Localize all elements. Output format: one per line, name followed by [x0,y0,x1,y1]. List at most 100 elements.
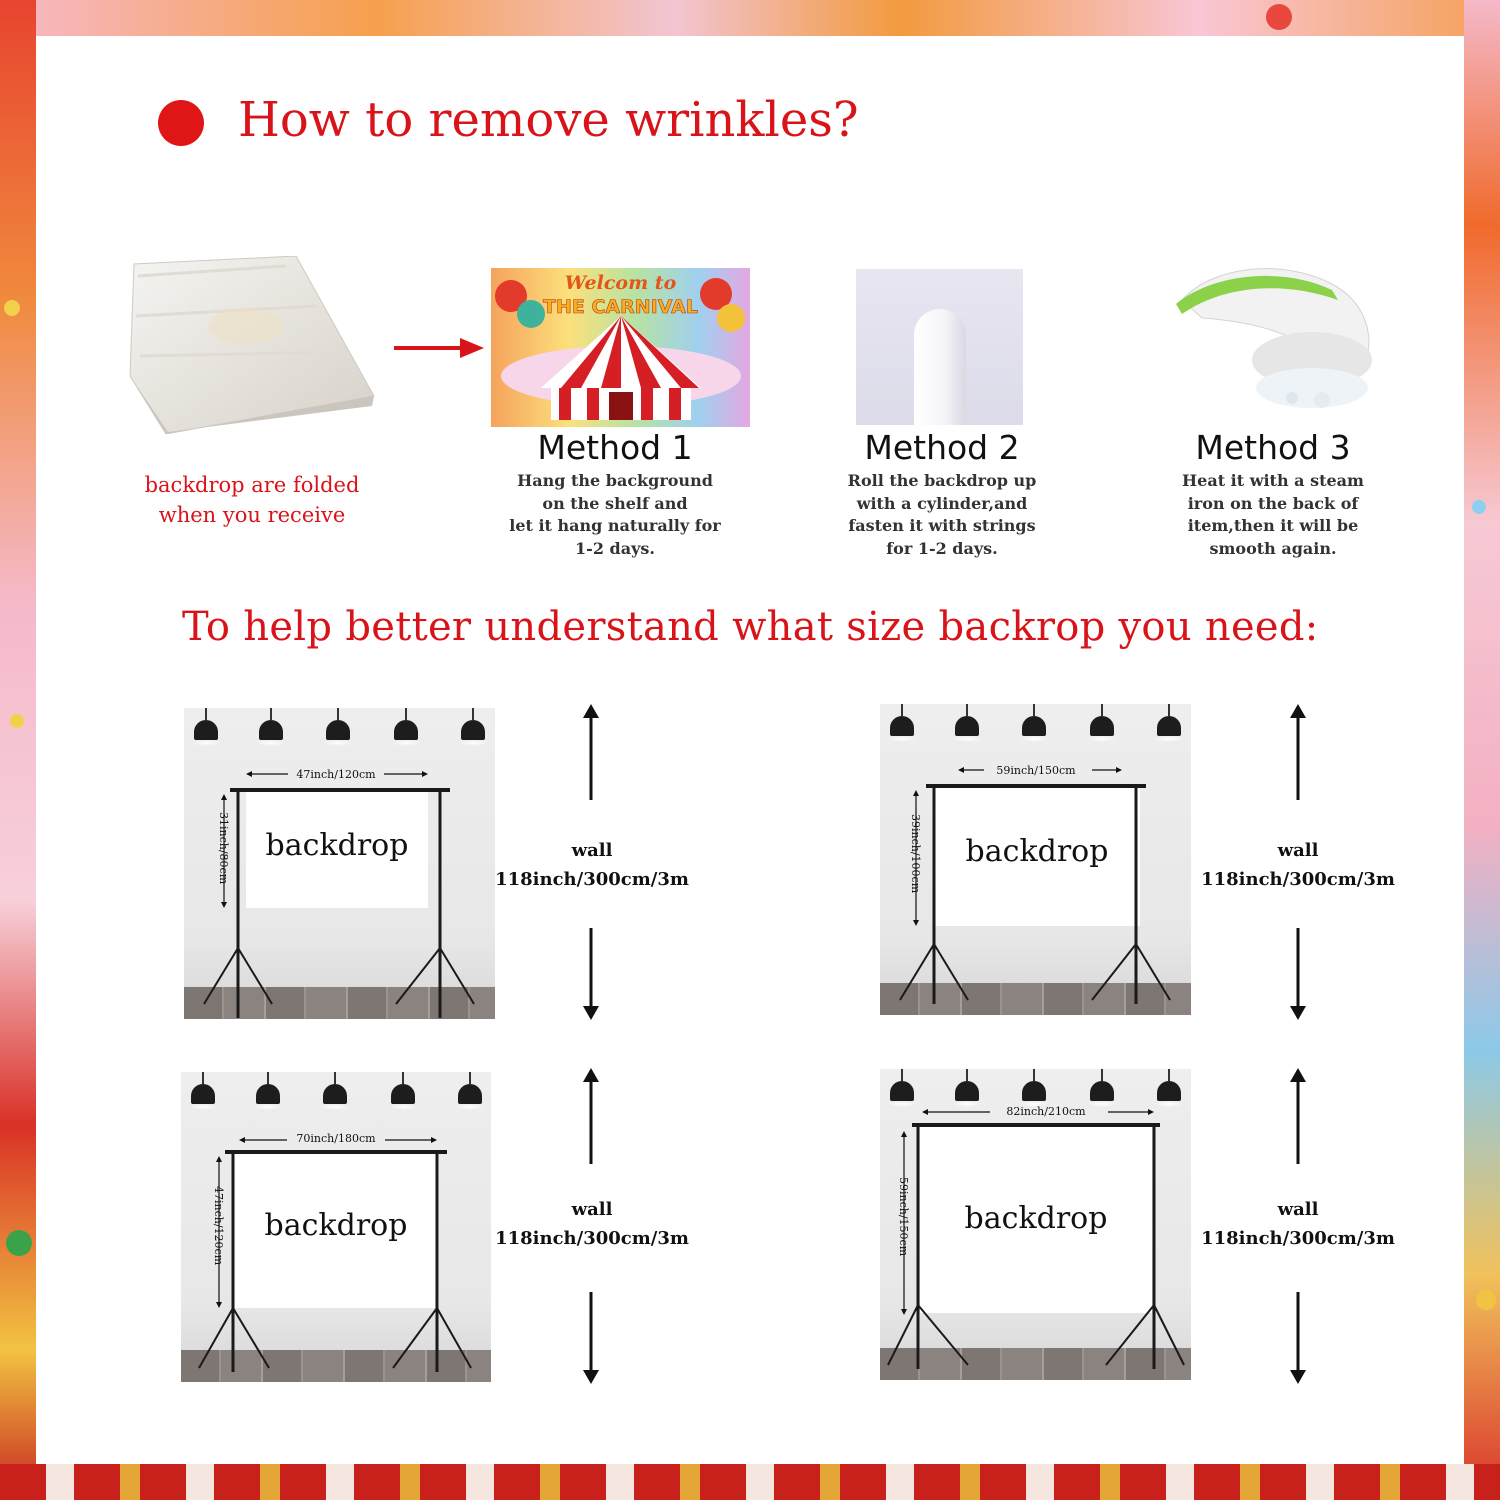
carnival-thumb-line1: Welcom to [564,272,677,294]
backdrop-scene-1: backdrop 47inch/120cm 31inch/80cm [184,708,495,1019]
ceiling-lamp-icon [455,1072,485,1110]
backdrop-label: backdrop [264,1208,408,1243]
wall-size-label: wall 118inch/300cm/3m [1198,836,1398,894]
backdrop-cloth: backdrop [920,1127,1152,1313]
height-dimension-label: 59inch/150cm [897,1177,910,1257]
bullet-dot-icon [158,100,204,146]
width-dimension-label: 47inch/120cm [296,768,376,781]
wall-arrow-down-icon [583,1292,599,1384]
backdrop-stand-icon [887,1109,1185,1369]
backdrop-label: backdrop [965,834,1109,869]
background-right-strip [1464,0,1500,1500]
ceiling-lamp-icon [952,1069,982,1107]
wall-label: wall [1277,840,1319,861]
height-dimension-label: 39inch/100cm [909,814,922,894]
wall-size-label: wall 118inch/300cm/3m [492,836,692,894]
wall-arrow-up-icon [583,704,599,800]
ceiling-lamp-icon [256,708,286,746]
backdrop-scene-4: backdrop 82inch/210cm 59inch/150cm [880,1069,1191,1380]
ceiling-lamp-icon [253,1072,283,1110]
confetti-dot [1476,1290,1496,1310]
method-desc-line: with a cylinder,and [856,493,1028,513]
height-dimension-label: 31inch/80cm [217,812,230,885]
wall-arrow-up-icon [1290,1068,1306,1164]
confetti-dot [6,1230,32,1256]
folded-caption-line: backdrop are folded [144,473,360,497]
carnival-backdrop-thumbnail: Welcom to THE CARNIVAL [491,268,750,427]
height-dimension-label: 47inch/120cm [212,1186,225,1266]
wall-size-label: wall 118inch/300cm/3m [1198,1195,1398,1253]
method-desc-line: Roll the backdrop up [847,471,1037,490]
roll-cylinder-icon [914,309,966,425]
wall-label: wall [571,1199,613,1220]
backdrop-label: backdrop [265,828,409,863]
method-2-description: Roll the backdrop up with a cylinder,and… [822,470,1062,560]
ceiling-lamp-icon [320,1072,350,1110]
wall-arrow-down-icon [1290,1292,1306,1384]
carnival-thumb-line2: THE CARNIVAL [543,296,699,319]
method-desc-line: Heat it with a steam [1182,471,1364,490]
wall-label: wall [571,840,613,861]
ceiling-lamp-icon [388,1072,418,1110]
wood-floor [184,987,495,1019]
folded-backdrop-image [129,256,374,434]
backdrop-stand-icon [899,767,1171,1004]
method-desc-line: smooth again. [1209,538,1337,558]
ceiling-lamp-icon [1154,704,1184,742]
wood-floor [880,1348,1191,1380]
method-desc-line: on the shelf and [542,493,688,513]
method-2-title: Method 2 [864,428,1020,467]
ceiling-lamp-icon [887,704,917,742]
ceiling-lamp-icon [1019,704,1049,742]
confetti-dot [1472,500,1486,514]
folded-caption-line: when you receive [158,503,346,527]
ceiling-lamp-icon [188,1072,218,1110]
width-dimension-label: 59inch/150cm [996,764,1076,777]
ceiling-lamp-icon [191,708,221,746]
method-desc-line: Hang the background [517,471,713,490]
wall-size-value: 118inch/300cm/3m [495,1228,689,1249]
ceiling-lamp-icon [391,708,421,746]
method-3-title: Method 3 [1195,428,1351,467]
carnival-tent-icon [495,278,745,420]
method-desc-line: item,then it will be [1187,516,1359,536]
wall-size-value: 118inch/300cm/3m [1201,1228,1395,1249]
steam-iron-thumbnail [1172,248,1376,414]
wall-arrow-up-icon [1290,704,1306,800]
ceiling-lamp-icon [1019,1069,1049,1107]
method-desc-line: iron on the back of [1187,493,1359,513]
backdrop-scene-2: backdrop 59inch/150cm 39inch/100cm [880,704,1191,1015]
page-title: How to remove wrinkles? [238,92,859,148]
background-left-strip [0,0,36,1500]
wall-size-value: 118inch/300cm/3m [495,869,689,890]
wood-floor [880,983,1191,1015]
backdrop-cloth: backdrop [233,1154,439,1308]
confetti-dot [1266,4,1292,30]
method-desc-line: 1-2 days. [575,538,655,558]
rolled-backdrop-thumbnail [856,269,1023,425]
confetti-dot [4,300,20,316]
ceiling-lamp-icon [1087,1069,1117,1107]
confetti-dot [10,714,24,728]
ceiling-lamp-icon [887,1069,917,1107]
method-desc-line: for 1-2 days. [886,538,998,558]
ceiling-lamp-icon [1087,704,1117,742]
backdrop-cloth: backdrop [934,788,1140,926]
ceiling-lamp-icon [1154,1069,1184,1107]
ceiling-lamp-icon [952,704,982,742]
size-section-heading: To help better understand what size back… [182,604,1319,650]
backdrop-label: backdrop [964,1201,1108,1236]
background-top-strip [0,0,1500,40]
wall-arrow-down-icon [583,928,599,1020]
backdrop-scene-3: backdrop 70inch/180cm 47inch/120cm [181,1072,491,1382]
folded-caption: backdrop are folded when you receive [120,470,384,530]
wall-size-label: wall 118inch/300cm/3m [492,1195,692,1253]
method-desc-line: fasten it with strings [848,516,1036,536]
ceiling-lamp-icon [458,708,488,746]
backdrop-cloth: backdrop [246,792,428,908]
wall-size-value: 118inch/300cm/3m [1201,869,1395,890]
ceiling-lamp-icon [323,708,353,746]
wall-label: wall [1277,1199,1319,1220]
background-bottom-strip [0,1464,1500,1500]
